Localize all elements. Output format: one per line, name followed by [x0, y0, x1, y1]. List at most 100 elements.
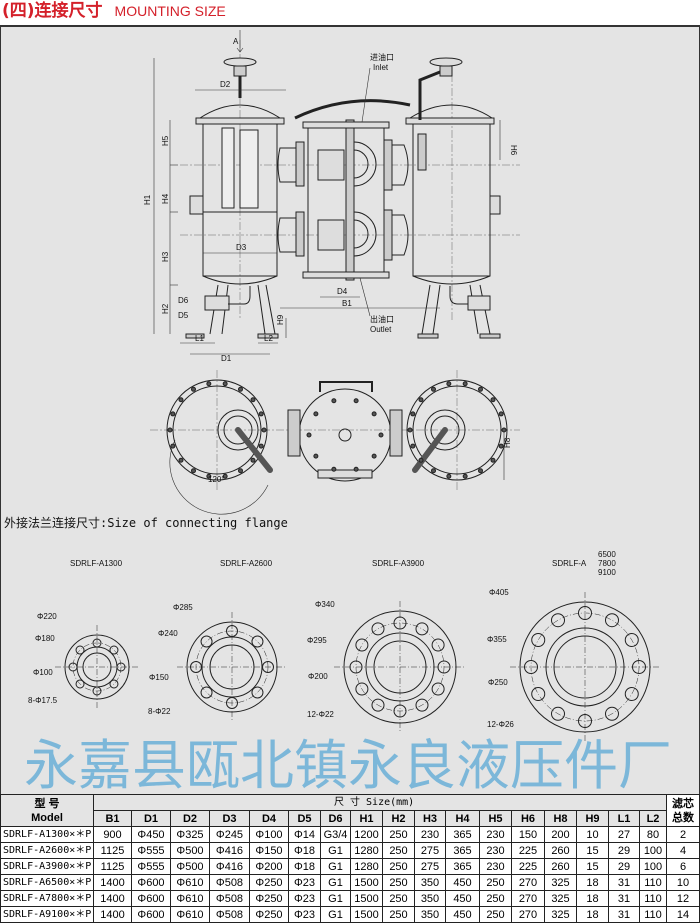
dim-d3: D3 — [236, 243, 247, 252]
bolt-icon — [378, 432, 384, 438]
value-cell: Φ23 — [288, 890, 321, 907]
bolt-icon — [238, 386, 243, 392]
dim-h9: H9 — [276, 314, 285, 325]
value-cell: 450 — [445, 906, 480, 923]
value-cell: Φ610 — [170, 874, 210, 891]
value-cell: 1500 — [350, 874, 383, 891]
value-cell: 230 — [479, 858, 512, 875]
plan-view — [166, 379, 508, 482]
element-count-cell: 14 — [666, 906, 700, 923]
element-count-cell: 6 — [666, 858, 700, 875]
value-cell: 230 — [479, 826, 512, 843]
model-cell: SDRLF-A9100×＊P — [0, 906, 94, 923]
bolt-hole — [200, 686, 213, 699]
plan-bolt-holes — [167, 381, 507, 479]
dim-h6: H6 — [509, 145, 518, 156]
mounting-drawing: A D2 H1 H5 H4 H3 H2 H6 D3 D4 B1 D6 D5 L1… — [4, 30, 672, 794]
value-cell: 365 — [445, 858, 480, 875]
bolt-hole — [75, 645, 85, 655]
column-header: D3 — [209, 810, 250, 827]
value-cell: 1400 — [93, 890, 132, 907]
flange-holes: 8-Φ17.5 — [28, 696, 58, 705]
value-cell: 1400 — [93, 906, 132, 923]
value-cell: 250 — [382, 842, 415, 859]
column-header: D4 — [249, 810, 289, 827]
bolt-icon — [418, 397, 424, 403]
value-cell: Φ508 — [209, 906, 250, 923]
flange-model: SDRLF-A2600 — [220, 559, 273, 568]
value-cell: G1 — [320, 842, 351, 859]
value-cell: 110 — [639, 890, 667, 907]
value-cell: Φ416 — [209, 842, 250, 859]
flange-outer-dia: Φ340 — [315, 600, 335, 609]
value-cell: 1125 — [93, 842, 132, 859]
bolt-hole — [226, 625, 238, 637]
bolt-icon — [206, 381, 212, 387]
value-cell: Φ14 — [288, 826, 321, 843]
bolt-hole — [551, 613, 565, 628]
bolt-icon — [498, 411, 504, 417]
column-header: H9 — [576, 810, 609, 827]
value-cell: Φ100 — [249, 826, 289, 843]
value-cell: Φ250 — [249, 874, 289, 891]
flange-labels: SDRLF-A1300 SDRLF-A2600 SDRLF-A3900 SDRL… — [28, 550, 616, 729]
value-cell: G1 — [320, 874, 351, 891]
element-count-cell: 4 — [666, 842, 700, 859]
value-cell: 260 — [544, 858, 577, 875]
inlet-label-cn: 进油口 — [370, 52, 394, 62]
flange-holes: 12-Φ26 — [487, 720, 514, 729]
flange-pcd: Φ355 — [487, 635, 507, 644]
bolt-icon — [313, 411, 319, 417]
value-cell: Φ250 — [249, 906, 289, 923]
bolt-hole — [624, 633, 639, 647]
model-cell: SDRLF-A7800×＊P — [0, 890, 94, 907]
bolt-hole — [415, 622, 429, 636]
bolt-icon — [250, 397, 256, 403]
value-cell: Φ18 — [288, 842, 321, 859]
value-cell: Φ555 — [131, 842, 171, 859]
column-header: D5 — [288, 810, 321, 827]
inlet-label-en: Inlet — [373, 63, 389, 72]
flange-bore: Φ200 — [308, 672, 328, 681]
dim-l2: L2 — [264, 334, 273, 343]
bolt-hole — [92, 686, 102, 696]
value-cell: 250 — [382, 826, 415, 843]
flange-2 — [177, 612, 287, 722]
bolt-icon — [313, 453, 319, 459]
right-handwheel[interactable] — [429, 57, 463, 77]
value-cell: 350 — [414, 874, 446, 891]
left-handwheel[interactable] — [223, 57, 257, 77]
dimension-lines — [153, 30, 505, 515]
dimension-labels: A D2 H1 H5 H4 H3 H2 H6 D3 D4 B1 D6 D5 L1… — [143, 37, 518, 484]
value-cell: Φ600 — [131, 874, 171, 891]
column-header: B1 — [93, 810, 132, 827]
value-cell: Φ610 — [170, 906, 210, 923]
value-cell: Φ508 — [209, 874, 250, 891]
value-cell: 29 — [608, 858, 640, 875]
value-cell: 10 — [576, 826, 609, 843]
dim-h1: H1 — [143, 194, 152, 205]
bolt-icon — [431, 386, 436, 392]
flange-model: SDRLF-A — [552, 559, 587, 568]
flange-3 — [334, 601, 466, 733]
value-cell: Φ600 — [131, 890, 171, 907]
bolt-icon — [446, 381, 452, 387]
bolt-hole — [262, 661, 274, 673]
flange-bore: Φ250 — [488, 678, 508, 687]
bolt-icon — [306, 432, 312, 438]
value-cell: 275 — [414, 842, 446, 859]
bolt-icon — [258, 443, 264, 449]
bolt-hole — [226, 697, 238, 709]
column-header: D1 — [131, 810, 171, 827]
value-cell: 31 — [608, 906, 640, 923]
value-cell: 1500 — [350, 906, 383, 923]
value-cell: 31 — [608, 890, 640, 907]
bolt-hole — [393, 616, 407, 630]
flange-outer-dia: Φ285 — [173, 603, 193, 612]
flange-outer-dia: Φ220 — [37, 612, 57, 621]
column-header: H3 — [414, 810, 446, 827]
